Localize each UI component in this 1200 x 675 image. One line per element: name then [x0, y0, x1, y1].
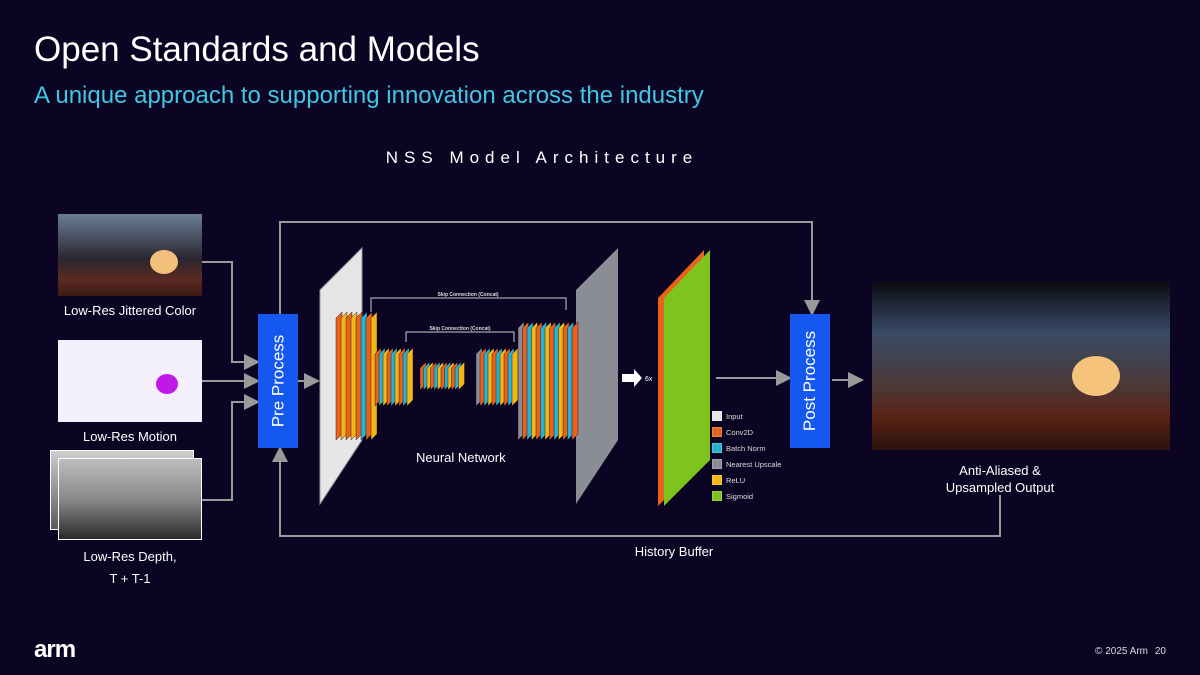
legend-swatch — [712, 411, 722, 421]
layer-conv2d — [571, 321, 579, 441]
network-label: Neural Network — [416, 450, 506, 465]
low-res-depth-image — [58, 458, 202, 540]
history-buffer-label: History Buffer — [634, 544, 714, 559]
pre-process-block: Pre Process — [258, 314, 298, 448]
skip-label-inner: Skip Connection (Concat) — [429, 326, 490, 332]
skip-label-outer: Skip Connection (Concat) — [437, 292, 498, 298]
skip-line-inner — [405, 331, 515, 342]
layer-relu — [511, 347, 519, 407]
arm-logo: arm — [34, 636, 76, 663]
input-label-depth-time: T + T-1 — [109, 571, 151, 586]
legend-label: Conv2D — [726, 427, 754, 437]
motion-blob — [156, 374, 178, 394]
legend-item: Nearest Upscale — [712, 456, 781, 472]
layer-relu — [370, 311, 378, 441]
output-label-2: Upsampled Output — [945, 480, 1055, 495]
legend-item: Sigmoid — [712, 488, 781, 504]
legend-label: Batch Norm — [726, 443, 766, 453]
pre-process-label: Pre Process — [268, 334, 287, 428]
repeat-arrow-icon — [622, 369, 642, 387]
copyright: © 2025 Arm — [1095, 646, 1148, 657]
legend-label: Nearest Upscale — [726, 459, 782, 469]
output-label: Anti-Aliased & — [959, 463, 1041, 478]
legend-label: Sigmoid — [726, 491, 754, 501]
input-label-color: Low-Res Jittered Color — [63, 303, 197, 318]
low-res-color-image — [58, 214, 202, 296]
legend-swatch — [712, 459, 722, 469]
low-res-motion-image — [58, 340, 202, 422]
slide-subtitle: A unique approach to supporting innovati… — [34, 82, 704, 109]
post-process-label: Post Process — [800, 330, 819, 432]
neural-network-diagram: 6x Skip Connection (Concat) Skip Connect… — [319, 246, 710, 506]
page-number: 20 — [1154, 646, 1166, 657]
legend-swatch — [712, 475, 722, 485]
input-label-motion: Low-Res Motion — [83, 429, 177, 444]
legend-label: Input — [726, 411, 743, 421]
legend-item: Input — [712, 408, 781, 424]
upsampled-output-image — [872, 282, 1170, 450]
lantern-glow-output — [1072, 356, 1120, 396]
skip-line-outer — [370, 297, 567, 312]
legend-item: ReLU — [712, 472, 781, 488]
legend-label: ReLU — [726, 475, 746, 485]
diagram-title: NSS Model Architecture — [385, 148, 699, 167]
slide-title: Open Standards and Models — [34, 30, 480, 69]
upscale-layer — [576, 248, 618, 504]
repeat-label: 6x — [645, 376, 653, 383]
input-label-depth: Low-Res Depth, — [83, 549, 177, 564]
legend-item: Batch Norm — [712, 440, 781, 456]
lantern-glow — [150, 250, 178, 274]
legend-swatch — [712, 443, 722, 453]
layer-relu — [406, 347, 414, 407]
sigmoid-layer — [664, 250, 710, 506]
layer-relu — [458, 361, 465, 391]
post-process-block: Post Process — [790, 314, 830, 448]
legend-swatch — [712, 491, 722, 501]
legend-item: Conv2D — [712, 424, 781, 440]
legend-swatch — [712, 427, 722, 437]
